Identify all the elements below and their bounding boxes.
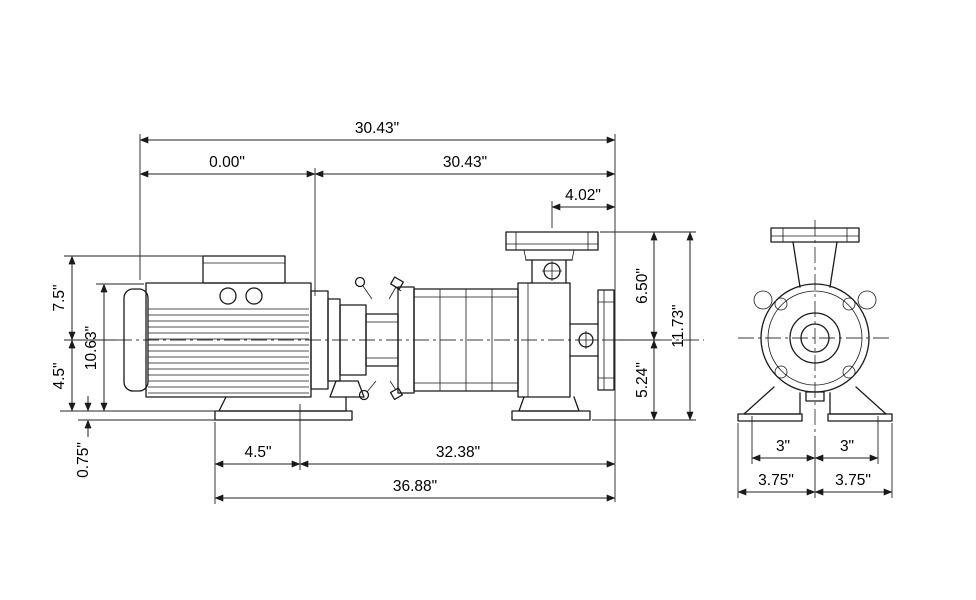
base-feet (214, 396, 591, 421)
terminal-box (202, 255, 286, 284)
suction-flange (569, 289, 615, 391)
dim-face-to-end: 32.38" (299, 444, 616, 468)
shaft-lines (366, 321, 398, 359)
dim-label-base-thickness: 0.75" (75, 442, 92, 478)
pump-foot-plate (511, 410, 591, 421)
dim-label-motor-height: 10.63" (83, 326, 100, 370)
ext-left-datum (139, 134, 616, 502)
end-flange-details (771, 228, 859, 242)
dim-label-foot-to-face: 4.5" (244, 444, 271, 461)
bolt-hole-bottom-left (774, 365, 788, 379)
coupling-lantern (327, 276, 404, 401)
dim-label-overall-bottom: 36.88" (393, 478, 437, 495)
end-top-flange (770, 227, 860, 288)
cable-entry-left (219, 287, 237, 305)
dim-label-zero: 0.00" (209, 154, 245, 171)
dimensions: 30.43" 0.00" 30.43" 4.02" 6.50" 5.24" (51, 120, 893, 504)
dim-label-motor-to-end: 30.43" (443, 154, 487, 171)
cable-entry-right (245, 287, 263, 305)
dim-zero: 0.00" (139, 154, 316, 296)
end-feet (737, 386, 893, 422)
side-view (123, 231, 615, 421)
motor-cooling-fins (148, 308, 309, 394)
hub-circle (789, 312, 841, 364)
dim-label-end-right-375: 3.75" (835, 472, 871, 489)
motor-foot-plate (214, 410, 353, 421)
dim-end-left-3: 3" (751, 416, 816, 498)
vent-plug-head (354, 276, 366, 288)
dim-label-face-to-end: 32.38" (436, 444, 480, 461)
bolt-hole-top-left (774, 297, 788, 311)
dim-motor-height: 10.63" (83, 283, 144, 412)
drain-plug2-stem (389, 380, 397, 391)
discharge-bolt-crosshair (542, 261, 562, 281)
dim-center-to-foot: 4.5" (51, 339, 215, 412)
dim-label-center-to-motor-top: 7.5" (51, 284, 68, 311)
dim-label-overall-height: 11.73" (670, 304, 687, 347)
suction-bolt-crosshair (577, 331, 595, 349)
casing-lug-right (857, 290, 877, 310)
pump-foot-bracket (518, 396, 580, 412)
drain-plug2-head (389, 387, 403, 401)
dim-label-overall-top: 30.43" (355, 120, 399, 137)
shaft-circle (800, 323, 830, 353)
discharge-flange (505, 231, 599, 281)
dim-label-center-to-foot: 4.5" (51, 362, 68, 389)
dim-end-right-3: 3" (814, 416, 879, 464)
centerlines (116, 220, 892, 434)
pump-head (517, 259, 573, 398)
dim-label-end-right-3: 3" (840, 438, 854, 455)
dim-center-to-base: 5.24" (592, 339, 696, 421)
dim-end-right-375: 3.75" (814, 423, 893, 498)
lantern-support-leg (329, 380, 365, 398)
dim-motor-to-end: 30.43" (314, 154, 616, 178)
drain-plug (358, 380, 403, 401)
chamber-stack (397, 286, 519, 394)
motor-end-cap (123, 288, 149, 392)
casing-drain-boss (805, 391, 825, 402)
dim-overall-height: 11.73" (670, 231, 694, 421)
end-flange-neck (792, 241, 838, 288)
dim-end-left-375: 3.75" (737, 423, 816, 498)
dim-foot-to-face: 4.5" (214, 404, 301, 504)
suction-flange-details (598, 290, 614, 390)
dim-discharge-to-end: 4.02" (551, 187, 616, 228)
end-foot-pad-left (737, 413, 803, 422)
discharge-neck (525, 259, 573, 284)
dim-overall-bottom: 36.88" (214, 478, 616, 502)
dim-label-discharge-to-end: 4.02" (565, 187, 601, 204)
motor (123, 255, 329, 398)
terminal-box-body (202, 255, 286, 284)
motor-foot-bracket (218, 396, 347, 412)
casing-inner-circle (767, 290, 863, 386)
dim-center-to-flange-top: 6.50" (600, 231, 696, 341)
discharge-flange-plate (505, 231, 599, 251)
suction-pipe (569, 323, 599, 357)
end-view (737, 227, 893, 422)
drain-plug-stem (366, 380, 377, 393)
casing-lug-left (753, 290, 773, 310)
suction-flange-plate (597, 289, 615, 391)
bolt-hole-bottom-right (842, 365, 856, 379)
dim-label-end-left-3: 3" (776, 438, 790, 455)
drain-plug-head (358, 389, 370, 401)
vent-plug-stem (362, 285, 373, 300)
dim-label-center-to-flange-top: 6.50" (634, 268, 651, 304)
vent-plug (354, 276, 404, 300)
dim-label-end-left-375: 3.75" (758, 472, 794, 489)
bolt-hole-top-right (842, 297, 856, 311)
discharge-flange-details (506, 232, 598, 261)
pump-head-body (517, 282, 571, 398)
dim-base-thickness: 0.75" (75, 396, 215, 478)
dim-overall-top: 30.43" (139, 120, 616, 502)
end-flange-plate (770, 227, 860, 243)
priming-plug-head (390, 276, 404, 290)
stack-stage-lines (414, 289, 518, 391)
end-foot-pad-right (827, 413, 893, 422)
dim-label-center-to-base: 5.24" (634, 362, 651, 398)
